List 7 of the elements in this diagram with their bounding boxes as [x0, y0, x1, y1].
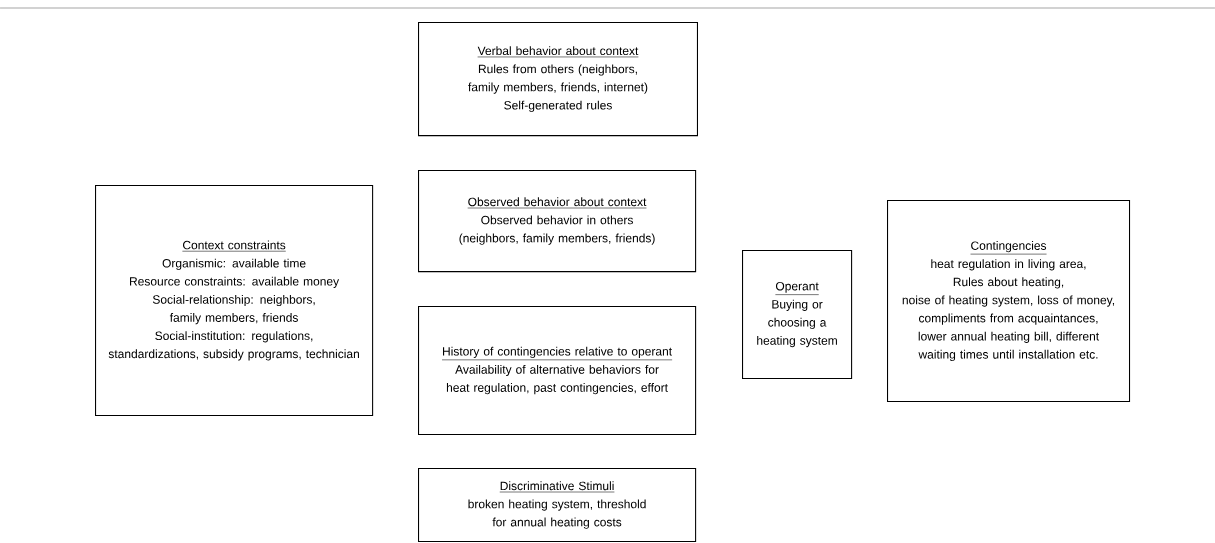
text-box: Verbal behavior about context Rules from others (neighbors, family members, friends, internet) Self-generated rules — [418, 22, 698, 137]
text-box: Operant Buying or choosing a heating system — [742, 250, 853, 380]
text-box: Observed behavior about context Observed behavior in others (neighbors, family members, friends) — [418, 170, 697, 273]
text-box: Contingencies heat regulation in living area, Rules about heating, noise of heating system, loss of money, compliments from acquaintances, lower annual heating bill, different waiting times until installation etc. — [887, 200, 1131, 403]
text-box: Context constraints Organismic: available time Resource constraints: available money Social-relationship: neighbors, family members, friends Social-institution: regulations, standardizations, subsidy programs, technician — [95, 185, 374, 417]
text-box: History of contingencies relative to operant Availability of alternative behaviors for heat regulation, past contingencies, effort — [418, 306, 697, 436]
text-box: Discriminative Stimuli broken heating system, threshold for annual heating costs — [418, 468, 697, 543]
